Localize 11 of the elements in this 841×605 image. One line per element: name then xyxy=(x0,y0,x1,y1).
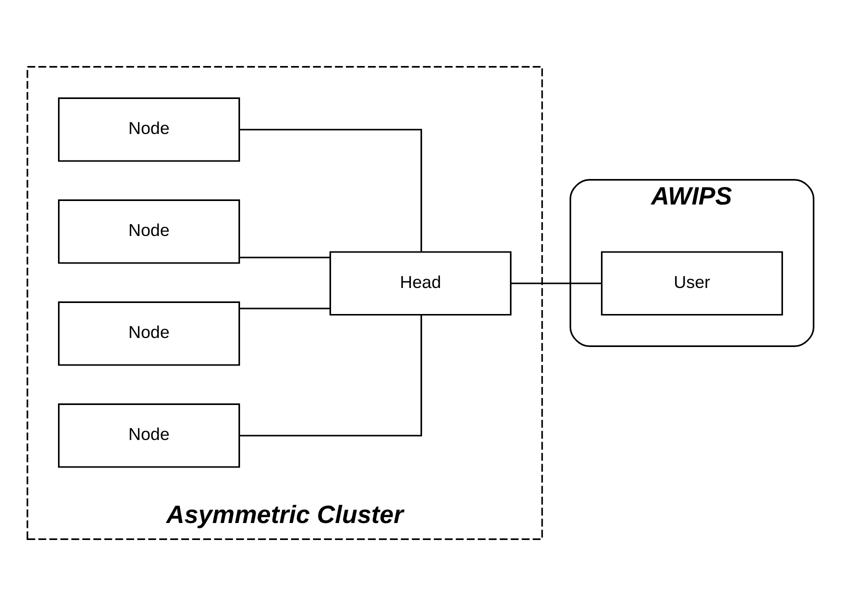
node-box: Node xyxy=(58,300,240,366)
connector xyxy=(510,282,602,284)
node-box: Head xyxy=(329,250,512,316)
connector xyxy=(240,128,422,252)
connector xyxy=(239,256,330,258)
connector xyxy=(240,314,422,436)
node-box: User xyxy=(600,250,783,316)
node-box: Node xyxy=(58,198,240,264)
connector xyxy=(239,307,330,309)
node-box: Node xyxy=(58,402,240,468)
node-box: Node xyxy=(58,96,240,162)
